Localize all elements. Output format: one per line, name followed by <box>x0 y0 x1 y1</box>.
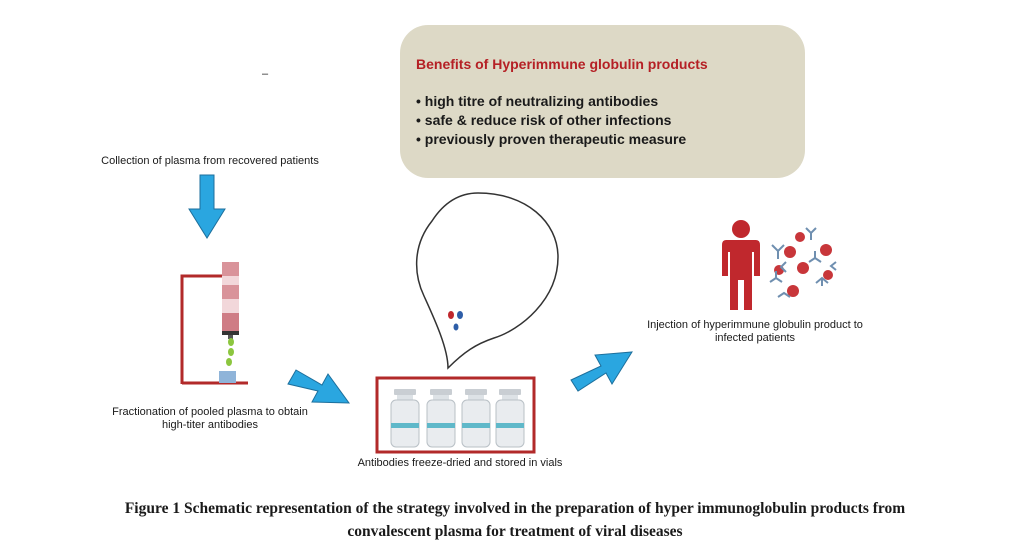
vials-label: Antibodies freeze-dried and stored in vi… <box>357 457 563 469</box>
caption-line1: Figure 1 Schematic representation of the… <box>124 500 906 517</box>
diagonal-arrow-icon <box>287 369 350 404</box>
benefit-item: • safe & reduce risk of other infections <box>416 112 672 128</box>
stray-mark: – <box>262 68 269 80</box>
up-right-arrow-icon <box>570 351 633 392</box>
collection-label: Collection of plasma from recovered pati… <box>101 155 319 167</box>
down-arrow-icon <box>188 174 226 239</box>
injection-label-line1: Injection of hyperimmune globulin produc… <box>647 319 863 331</box>
magnifier-bubble-icon <box>415 192 559 370</box>
patient-icon <box>722 220 760 310</box>
vial-icon <box>495 389 525 448</box>
fractionation-label-line2: high-titer antibodies <box>161 419 258 431</box>
figure-caption: Figure 1 Schematic representation of the… <box>40 497 990 543</box>
vial-icon <box>426 389 456 448</box>
antibody-icon <box>769 227 837 298</box>
injection-label: Injection of hyperimmune globulin produc… <box>620 319 890 345</box>
benefits-title: Benefits of Hyperimmune globulin product… <box>416 56 708 72</box>
benefit-item: • high titre of neutralizing antibodies <box>416 93 659 109</box>
injection-label-line2: infected patients <box>714 332 796 344</box>
fractionation-label: Fractionation of pooled plasma to obtain… <box>60 406 360 432</box>
virus-icon <box>774 232 833 297</box>
vial-icon <box>390 389 420 448</box>
caption-line2: convalescent plasma for treatment of vir… <box>347 523 683 540</box>
fractionation-label-line1: Fractionation of pooled plasma to obtain <box>112 406 308 418</box>
benefits-list: • high titre of neutralizing antibodies … <box>416 92 686 149</box>
fractionation-column-icon <box>180 262 248 385</box>
benefit-item: • previously proven therapeutic measure <box>416 131 687 147</box>
benefits-panel: Benefits of Hyperimmune globulin product… <box>400 25 805 178</box>
vial-icon <box>461 389 491 448</box>
